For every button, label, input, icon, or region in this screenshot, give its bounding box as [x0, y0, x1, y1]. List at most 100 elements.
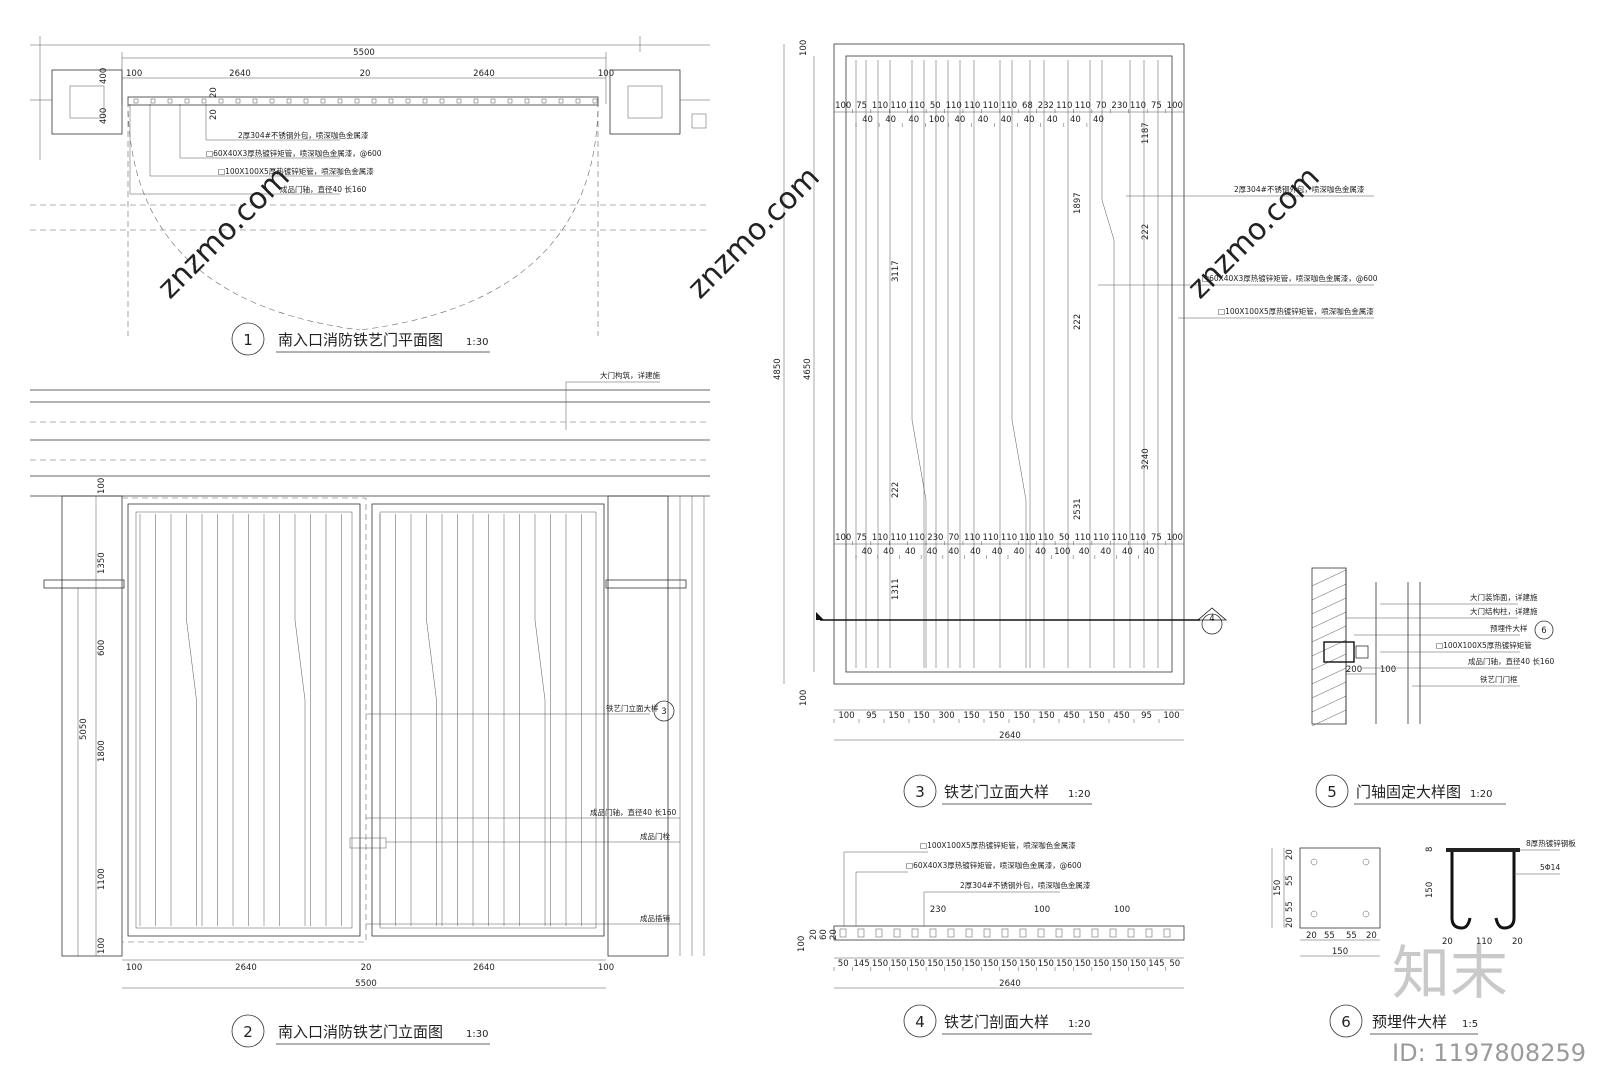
d4-title-num: 4	[915, 1013, 925, 1031]
d3-dim-top: 75	[1151, 101, 1162, 111]
d4-dim-bottom: 150	[1093, 959, 1109, 969]
d4-tube	[1145, 928, 1153, 938]
d6-dim-bottom: 20	[1306, 931, 1317, 941]
d4-tube	[1163, 928, 1171, 938]
plan-dim-side: 400	[99, 108, 109, 124]
d4-dim-bottom: 150	[909, 959, 925, 969]
d3-dim-mid: 50	[1059, 533, 1070, 543]
plan-view: 5500 100 2640 20 2640 100 400 400 20 20	[30, 36, 710, 356]
d4-dim-bottom: 50	[1169, 959, 1180, 969]
plan-dim-side: 20	[209, 109, 219, 120]
d3-dim-inner: 222	[891, 482, 901, 498]
d3-dim-mid: 40	[992, 547, 1003, 557]
d3-dim-mid: 40	[948, 547, 959, 557]
d4-dim-bottom: 150	[927, 959, 943, 969]
plan-stud	[456, 98, 462, 104]
plan-title-num: 1	[243, 331, 253, 349]
elev-dim-bottom: 100	[598, 963, 614, 973]
d5-dim: 100	[1380, 665, 1396, 675]
plan-dim-side: 400	[99, 68, 109, 84]
site-watermark: znzmo.com	[681, 160, 827, 306]
plan-stud	[490, 98, 496, 104]
plan-dim-seg: 2640	[473, 69, 495, 79]
elev-title: 南入口消防铁艺门立面图	[278, 1023, 443, 1041]
d4-dim-bottom: 150	[964, 959, 980, 969]
d3-dim-top: 110	[1001, 101, 1017, 111]
d3-dim-mid: 40	[1035, 547, 1046, 557]
image-id-watermark: ID: 1197808259	[1392, 1039, 1586, 1067]
d5-hatch-line	[1311, 625, 1347, 643]
d6-dim-left: 20	[1285, 849, 1295, 860]
d4-dim-bottom: 145	[854, 959, 870, 969]
d4-dim-left: 100	[797, 936, 807, 952]
d5-ref-num: 6	[1541, 626, 1546, 636]
d3-dim-top: 40	[1047, 115, 1058, 125]
plan-stud	[422, 98, 428, 104]
d3-dim-top: 40	[908, 115, 919, 125]
d6-dim-left: 20	[1285, 917, 1295, 928]
plan-stud	[167, 98, 173, 104]
elev-ref-num: 3	[661, 707, 666, 717]
d4-dim-bottom: 150	[1019, 959, 1035, 969]
d3-dim-inner: 222	[1073, 314, 1083, 330]
d3-dim-bottom: 450	[1063, 711, 1079, 721]
plan-stud	[320, 98, 326, 104]
d4-tube	[1091, 928, 1099, 938]
d3-dim-bottom: 100	[838, 711, 854, 721]
d4-dim-bottom: 150	[1075, 959, 1091, 969]
elev-dim-total-left: 5050	[79, 718, 89, 740]
d3-dim-inner: 3117	[891, 260, 901, 282]
elev-note: 大门构筑，详建施	[600, 370, 660, 380]
elev-note: 成品门栓	[640, 831, 670, 841]
d3-dim-mid: 100	[835, 533, 851, 543]
d3-dim-top: 110	[982, 101, 998, 111]
d3-dim-top: 110	[1056, 101, 1072, 111]
d6-title: 预埋件大样	[1372, 1013, 1447, 1031]
d3-dim-bottom: 150	[988, 711, 1004, 721]
plan-dim-seg: 100	[126, 69, 142, 79]
d3-dim-inner: 3240	[1141, 448, 1151, 470]
d3-dim-mid: 110	[982, 533, 998, 543]
d3-bar	[1101, 60, 1115, 668]
d3-dim-top: 40	[885, 115, 896, 125]
plan-dim-seg: 100	[598, 69, 614, 79]
d3-dim-top: 75	[856, 101, 867, 111]
d6-dim-bottom2: 20	[1442, 937, 1453, 947]
d3-dim-inner: 1897	[1073, 192, 1083, 214]
d3-dim-bottom: 95	[866, 711, 877, 721]
d3-dim-left: 4850	[773, 358, 783, 380]
elev-title-num: 2	[243, 1023, 253, 1041]
d3-dim-top: 50	[930, 101, 941, 111]
d4-tube	[929, 928, 937, 938]
d5-hatch-line	[1311, 709, 1347, 727]
d5-hatch-line	[1311, 667, 1347, 685]
d3-dim-mid: 110	[890, 533, 906, 543]
d4-tube	[875, 928, 883, 938]
d3-dim-bottom: 150	[1088, 711, 1104, 721]
elev-dim-left: 100	[97, 938, 107, 954]
d3-dim-mid: 40	[861, 547, 872, 557]
d3-dim-bottom: 150	[1013, 711, 1029, 721]
d5-hatch-line	[1311, 597, 1347, 615]
elev-note: 成品门轴，直径40 长160	[590, 807, 676, 817]
d4-dim-left: 20	[809, 929, 819, 940]
plan-stud	[286, 98, 292, 104]
plan-stud	[524, 98, 530, 104]
elev-dim-left: 1100	[97, 868, 107, 890]
d4-dim-bottom: 150	[1038, 959, 1054, 969]
d6-dim-right: 150	[1425, 882, 1435, 898]
elev-bar	[186, 514, 197, 926]
elev-dim-left: 100	[97, 478, 107, 494]
d4-dim-top: 100	[1114, 905, 1130, 915]
d4-tube	[947, 928, 955, 938]
d3-dim-mid: 70	[948, 533, 959, 543]
elev-dim-bottom: 20	[361, 963, 372, 973]
plan-note: □60X40X3厚热镀锌矩管，喷深咖色金属漆，@600	[206, 148, 382, 158]
plan-note: 成品门轴，直径40 长160	[280, 184, 366, 194]
site-watermark: znzmo.com	[151, 160, 297, 306]
d4-dim-bottom: 150	[890, 959, 906, 969]
d3-dim-top: 100	[835, 101, 851, 111]
d3-dim-top: 40	[862, 115, 873, 125]
elevation-view: 100 1350 600 1800 1100 100 5050 100 2640…	[30, 370, 710, 1048]
d3-dim-total: 2640	[999, 731, 1021, 741]
